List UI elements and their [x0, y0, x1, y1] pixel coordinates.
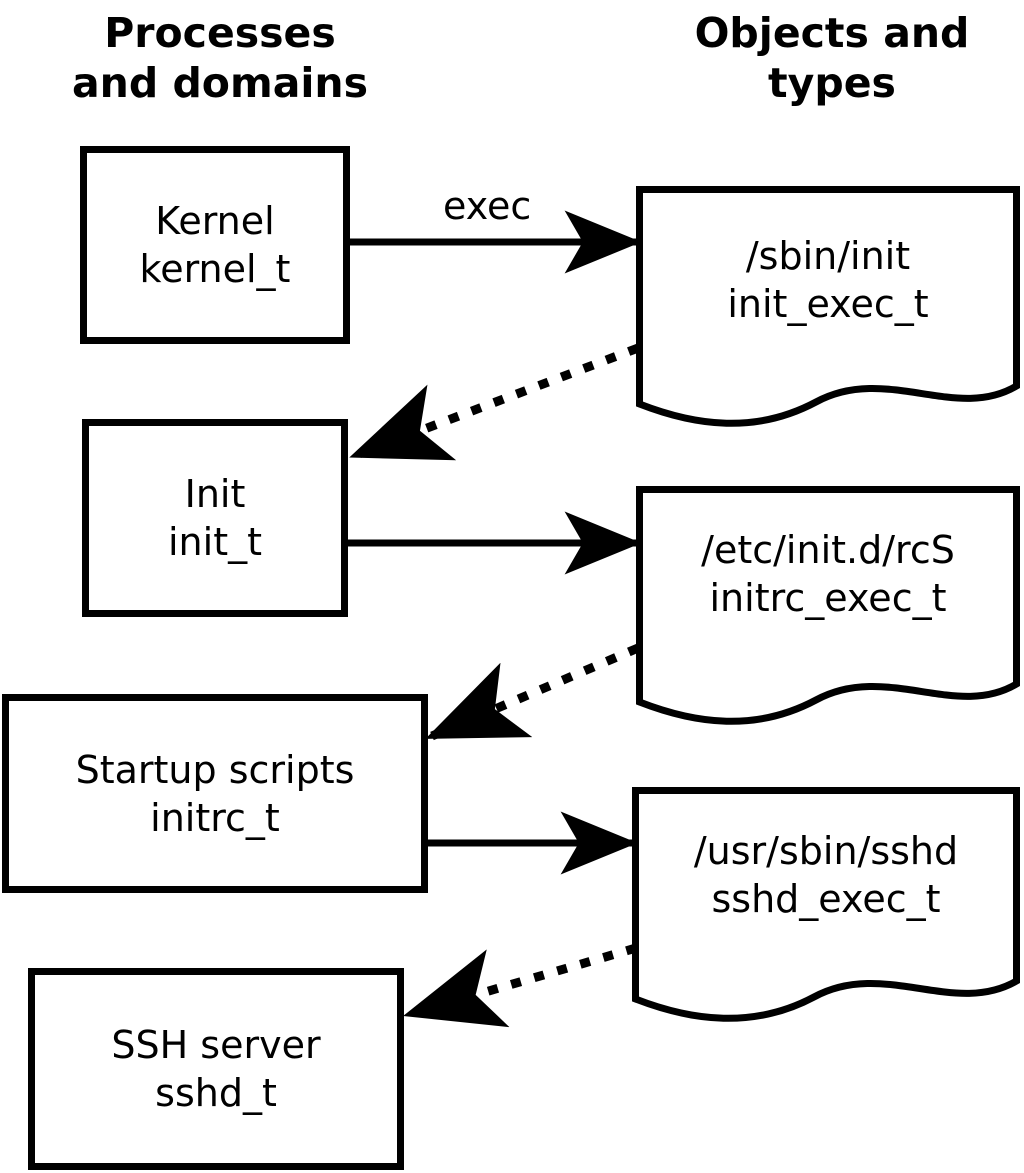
process-box-startup-scripts[interactable]: Startup scripts initrc_t: [2, 694, 428, 893]
object-type: sshd_exec_t: [711, 877, 941, 921]
edge-rcs-to-startup-scripts: [425, 643, 640, 741]
edge-sbin-init-to-init: [349, 343, 640, 461]
object-type: initrc_exec_t: [709, 576, 947, 620]
object-shape-sbin-init[interactable]: /sbin/init init_exec_t: [636, 186, 1020, 430]
process-name: Init: [184, 472, 246, 516]
process-type: kernel_t: [139, 247, 291, 291]
object-path: /sbin/init: [745, 234, 911, 278]
object-shape-usr-sbin-sshd[interactable]: /usr/sbin/sshd sshd_exec_t: [632, 787, 1020, 1025]
document-outline: [636, 186, 1020, 427]
object-type: init_exec_t: [727, 282, 929, 326]
process-name: Kernel: [155, 199, 275, 243]
process-name: SSH server: [111, 1023, 321, 1067]
edge-sshd-bin-to-ssh-server: [403, 943, 638, 1028]
edge-label-exec: exec: [443, 184, 532, 228]
object-shape-etc-initd-rcs[interactable]: /etc/init.d/rcS initrc_exec_t: [636, 486, 1020, 728]
document-outline: [636, 486, 1020, 725]
process-box-ssh-server[interactable]: SSH server sshd_t: [28, 968, 404, 1170]
process-box-kernel[interactable]: Kernel kernel_t: [80, 146, 350, 344]
column-heading-objects: Objects and types: [694, 9, 970, 107]
object-path: /usr/sbin/sshd: [693, 829, 959, 873]
process-type: sshd_t: [155, 1071, 277, 1115]
process-box-init[interactable]: Init init_t: [82, 419, 348, 617]
document-outline: [632, 787, 1020, 1022]
column-heading-processes: Processes and domains: [71, 9, 369, 107]
process-type: initrc_t: [150, 795, 280, 840]
process-type: init_t: [168, 520, 262, 564]
object-path: /etc/init.d/rcS: [701, 528, 955, 572]
process-name: Startup scripts: [75, 747, 355, 792]
